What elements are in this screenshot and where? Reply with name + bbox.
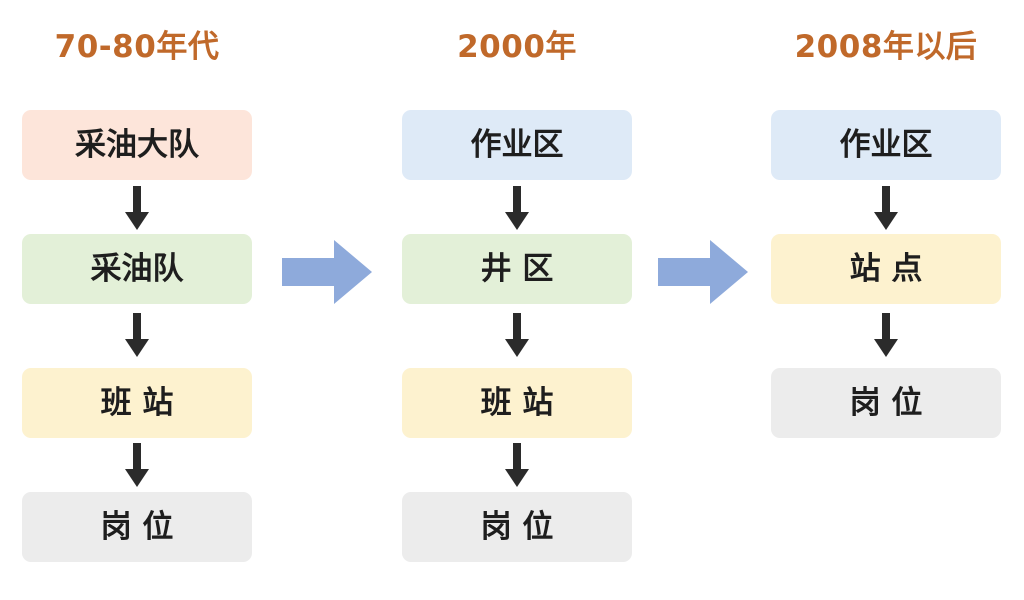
down-arrow-icon bbox=[125, 186, 149, 230]
down-arrow-icon bbox=[125, 313, 149, 357]
box-production-brigade: 采油大队 bbox=[22, 110, 252, 180]
box-post: 岗 位 bbox=[771, 368, 1001, 438]
down-arrow-icon bbox=[874, 186, 898, 230]
box-operation-area: 作业区 bbox=[402, 110, 632, 180]
column-title-70-80s: 70-80年代 bbox=[54, 29, 220, 65]
box-well-area: 井 区 bbox=[402, 234, 632, 304]
box-post: 岗 位 bbox=[402, 492, 632, 562]
column-title-2000: 2000年 bbox=[457, 29, 577, 65]
box-shift-station: 班 站 bbox=[402, 368, 632, 438]
down-arrow-icon bbox=[505, 313, 529, 357]
transition-arrow-icon bbox=[658, 240, 748, 304]
transition-arrow-icon bbox=[282, 240, 372, 304]
down-arrow-icon bbox=[125, 443, 149, 487]
box-shift-station: 班 站 bbox=[22, 368, 252, 438]
box-station-point: 站 点 bbox=[771, 234, 1001, 304]
down-arrow-icon bbox=[874, 313, 898, 357]
box-production-team: 采油队 bbox=[22, 234, 252, 304]
box-post: 岗 位 bbox=[22, 492, 252, 562]
box-operation-area: 作业区 bbox=[771, 110, 1001, 180]
down-arrow-icon bbox=[505, 186, 529, 230]
column-title-after-2008: 2008年以后 bbox=[794, 29, 978, 65]
down-arrow-icon bbox=[505, 443, 529, 487]
